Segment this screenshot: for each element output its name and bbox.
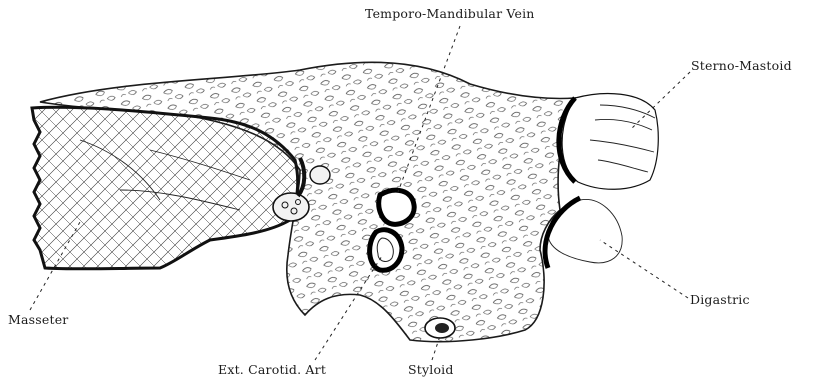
temporo-mandibular-vein-shape xyxy=(379,190,414,224)
label-ext-carotid-art: Ext. Carotid. Art xyxy=(218,362,326,377)
masseter-muscle xyxy=(32,107,298,269)
label-styloid: Styloid xyxy=(408,362,454,377)
styloid-process xyxy=(425,318,455,338)
label-temporo-mandibular-vein: Temporo-Mandibular Vein xyxy=(365,6,535,21)
label-sterno-mastoid: Sterno-Mastoid xyxy=(691,58,792,73)
sterno-mastoid-muscle xyxy=(559,94,658,190)
label-masseter: Masseter xyxy=(8,312,68,327)
label-digastric: Digastric xyxy=(690,292,750,307)
external-carotid-artery-shape xyxy=(370,230,402,271)
